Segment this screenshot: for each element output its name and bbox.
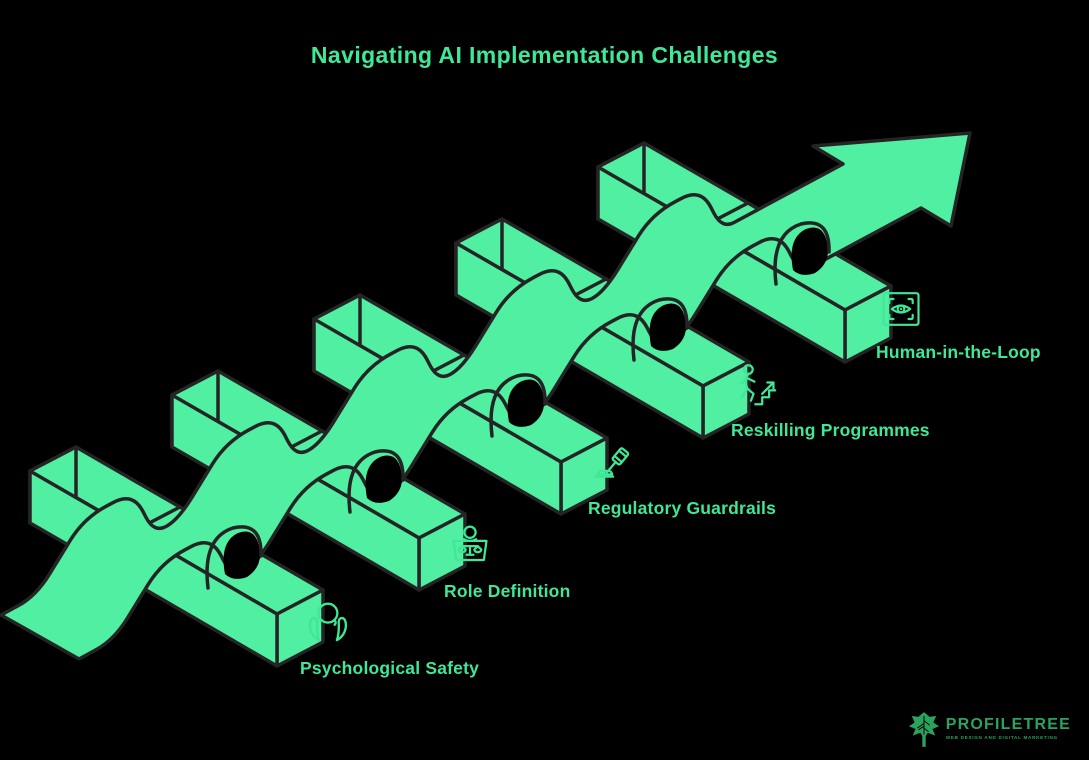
logo-name: PROFILETREE	[945, 716, 1071, 734]
ribbon-wrap-gap	[649, 303, 687, 351]
ribbon-wrap-gap	[791, 227, 829, 275]
ribbon-wrap-gap	[365, 455, 403, 503]
profiletree-logo: PROFILETREE WEB DESIGN AND DIGITAL MARKE…	[908, 710, 1071, 748]
step-role-definition: Role Definition	[444, 521, 570, 602]
step-label: Regulatory Guardrails	[588, 498, 777, 518]
eye-scan-icon	[882, 292, 920, 326]
step-reskilling-programmes: Reskilling Programmes	[731, 360, 930, 441]
step-label: Psychological Safety	[300, 658, 480, 678]
ribbon-wrap-gap	[223, 531, 261, 579]
step-regulatory-guardrails: Regulatory Guardrails	[588, 438, 776, 519]
ribbon-curl-outline	[205, 525, 263, 590]
head-in-hands-icon	[308, 602, 348, 642]
person-stairs-icon	[740, 364, 777, 406]
step-human-in-the-loop: Human-in-the-Loop	[876, 284, 1041, 363]
ribbon-curl-outline	[773, 221, 831, 286]
step-label: Human-in-the-Loop	[876, 342, 1041, 362]
person-scales-icon	[452, 525, 488, 562]
step-psychological-safety: Psychological Safety	[300, 596, 479, 679]
gavel-icon	[594, 447, 630, 478]
page-title: Navigating AI Implementation Challenges	[310, 42, 779, 68]
ribbon-curl-outline	[347, 449, 405, 514]
step-label: Role Definition	[444, 581, 571, 601]
ribbon-curl-outline	[631, 297, 689, 362]
logo-tagline: WEB DESIGN AND DIGITAL MARKETING	[945, 735, 1058, 741]
tree-icon	[908, 712, 939, 747]
ribbon-wrap-gap	[507, 379, 545, 427]
ribbon-curl-outline	[489, 373, 547, 438]
step-label: Reskilling Programmes	[731, 420, 930, 440]
